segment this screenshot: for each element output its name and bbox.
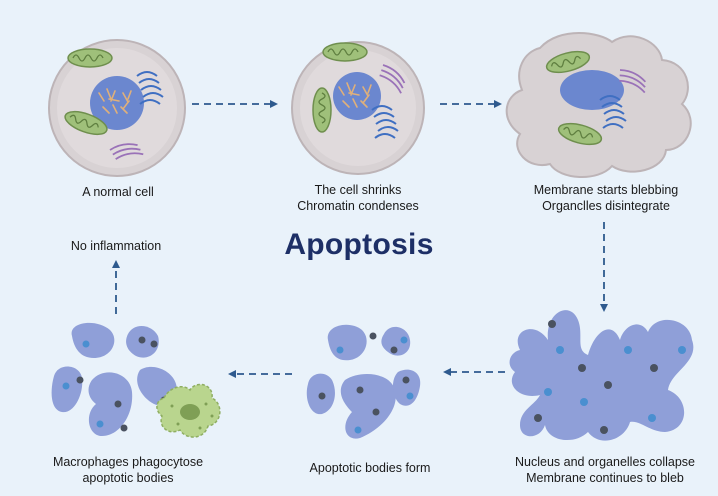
blebbing-cell [505,32,692,179]
label-line: The cell shrinks [314,183,402,197]
shrinking-cell [291,41,425,175]
label-no-inflammation: No inflammation [71,238,161,254]
flow-arrows [112,100,608,378]
label-line: apoptotic bodies [82,471,174,485]
label-line: Macrophages phagocytose [52,455,204,469]
label-shrink: The cell shrinks Chromatin condenses [297,182,419,214]
label-macrophages: Macrophages phagocytose apoptotic bodies [53,454,203,486]
label-line: No inflammation [70,239,162,253]
label-bodies: Apoptotic bodies form [310,460,431,476]
label-line: Apoptotic bodies form [309,461,431,475]
label-line: Chromatin condenses [297,199,419,213]
label-line: Organclles disintegrate [542,199,670,213]
label-line: Membrane starts blebbing [533,183,679,197]
label-line: Membrane continues to bleb [526,471,684,485]
label-line: A normal cell [82,185,154,199]
macrophage-group [51,322,221,438]
normal-cell [48,39,186,177]
label-normal-cell: A normal cell [82,184,154,200]
label-bleb: Membrane starts blebbing Organclles disi… [534,182,679,214]
label-collapse: Nucleus and organelles collapse Membrane… [515,454,695,486]
diagram-title: Apoptosis [284,228,434,261]
apoptotic-bodies [306,324,421,439]
label-line: Nucleus and organelles collapse [515,455,695,469]
collapsed-cell [509,310,694,441]
